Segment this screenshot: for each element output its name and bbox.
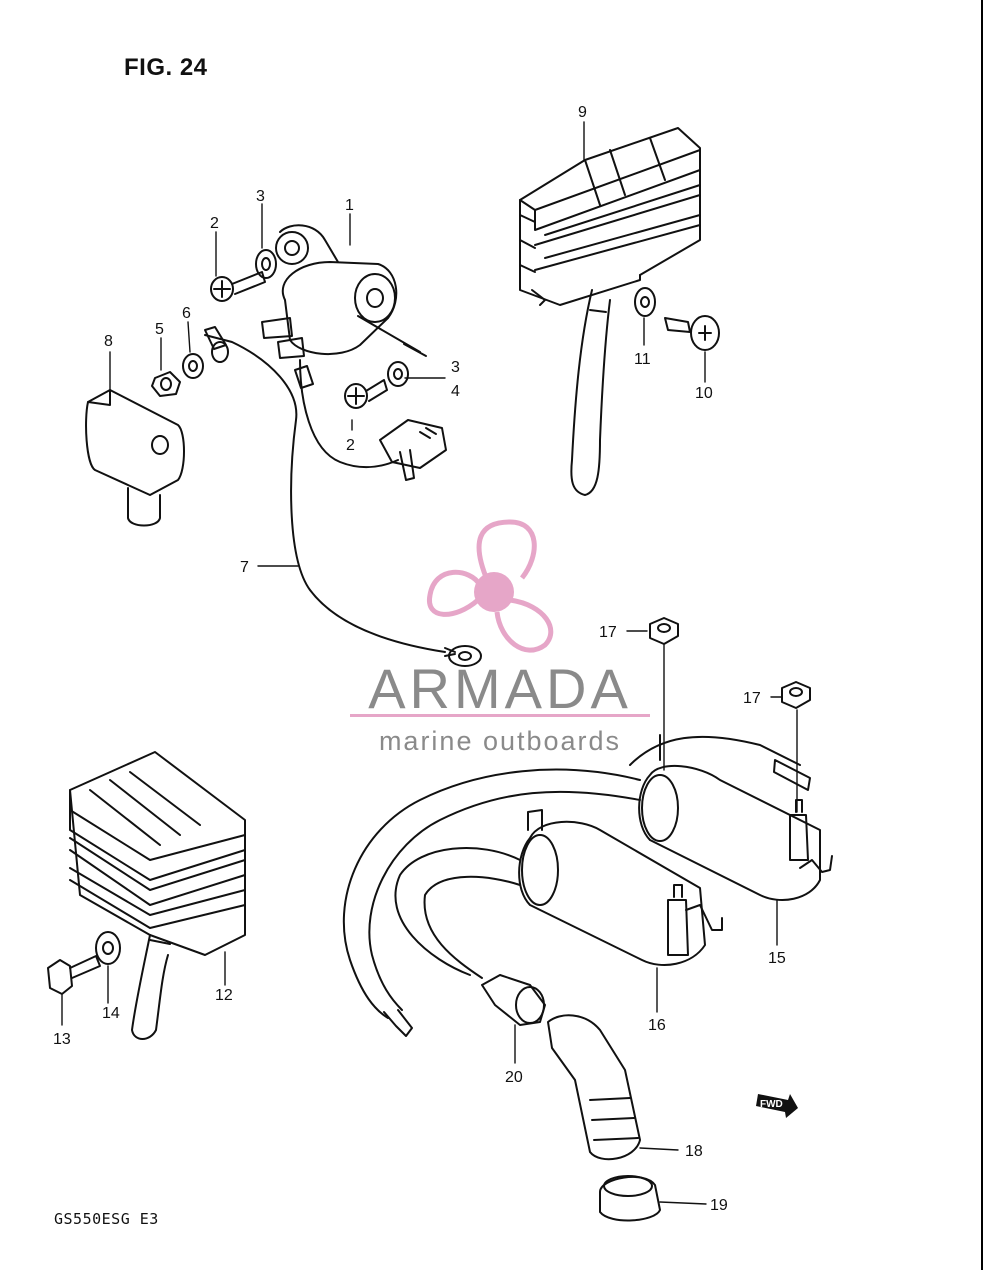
fwd-label: FWD: [760, 1099, 783, 1110]
callout-14: 14: [102, 1005, 120, 1022]
relay-screw-lower: [344, 379, 388, 409]
watermark-underline: [350, 714, 650, 717]
nut-5: [151, 371, 181, 397]
spark-plug-cap: [547, 1014, 641, 1161]
lead-wire: [204, 326, 482, 667]
relay-harness-coupler: [294, 359, 447, 481]
callout-15: 15: [768, 950, 786, 967]
callout-3-upper: 3: [256, 188, 265, 205]
callout-10: 10: [695, 385, 713, 402]
callout-7: 7: [240, 559, 249, 576]
starter-relay: [261, 224, 427, 359]
callout-19: 19: [710, 1197, 728, 1214]
coil-nut-lower: [781, 681, 811, 709]
relay-screw-upper: [210, 271, 266, 302]
washer-upper: [255, 249, 277, 279]
plug-cap-cover: [599, 1175, 661, 1222]
rectifier: [69, 751, 246, 1040]
callout-20: 20: [505, 1069, 523, 1086]
callout-17-lower: 17: [743, 690, 761, 707]
callout-8: 8: [104, 333, 113, 350]
ignition-coil-rear: [629, 734, 833, 901]
propeller-logo-icon: [427, 519, 554, 653]
callout-2-upper: 2: [210, 215, 219, 232]
plug-cap-seal: [481, 974, 546, 1026]
coil-nut-upper: [649, 617, 679, 645]
rubber-cap: [85, 389, 185, 527]
watermark-brand: ARMADA: [368, 657, 632, 720]
callout-5: 5: [155, 321, 164, 338]
figure-title: FIG. 24: [124, 54, 208, 81]
callout-4: 4: [451, 383, 460, 400]
regulator-screw: [664, 315, 720, 351]
model-code: GS550ESG E3: [54, 1210, 159, 1228]
high-tension-leads: [342, 768, 641, 1037]
fwd-badge: FWD: [756, 1094, 798, 1118]
callout-6: 6: [182, 305, 191, 322]
callout-17-upper: 17: [599, 624, 617, 641]
regulator-washer: [634, 287, 656, 317]
callout-16: 16: [648, 1017, 666, 1034]
propeller-hub-icon: [474, 572, 514, 612]
washer-lower: [387, 361, 409, 387]
rectifier-bolt: [47, 955, 101, 995]
callout-18: 18: [685, 1143, 703, 1160]
watermark-tagline: marine outboards: [379, 726, 621, 756]
ignition-coil-front: [518, 809, 723, 966]
regulator-rectifier: [519, 127, 701, 496]
page-right-border: [981, 0, 983, 1270]
rectifier-washer: [95, 931, 121, 965]
callout-3-lower: 3: [451, 359, 460, 376]
callout-2-lower: 2: [346, 437, 355, 454]
callout-1: 1: [345, 197, 354, 214]
callout-9: 9: [578, 104, 587, 121]
washer-6: [182, 353, 204, 379]
callout-12: 12: [215, 987, 233, 1004]
armada-watermark: ARMADA marine outboards: [350, 519, 650, 756]
callout-11: 11: [634, 351, 651, 368]
callout-13: 13: [53, 1031, 71, 1048]
leader-lines: [61, 121, 798, 1205]
